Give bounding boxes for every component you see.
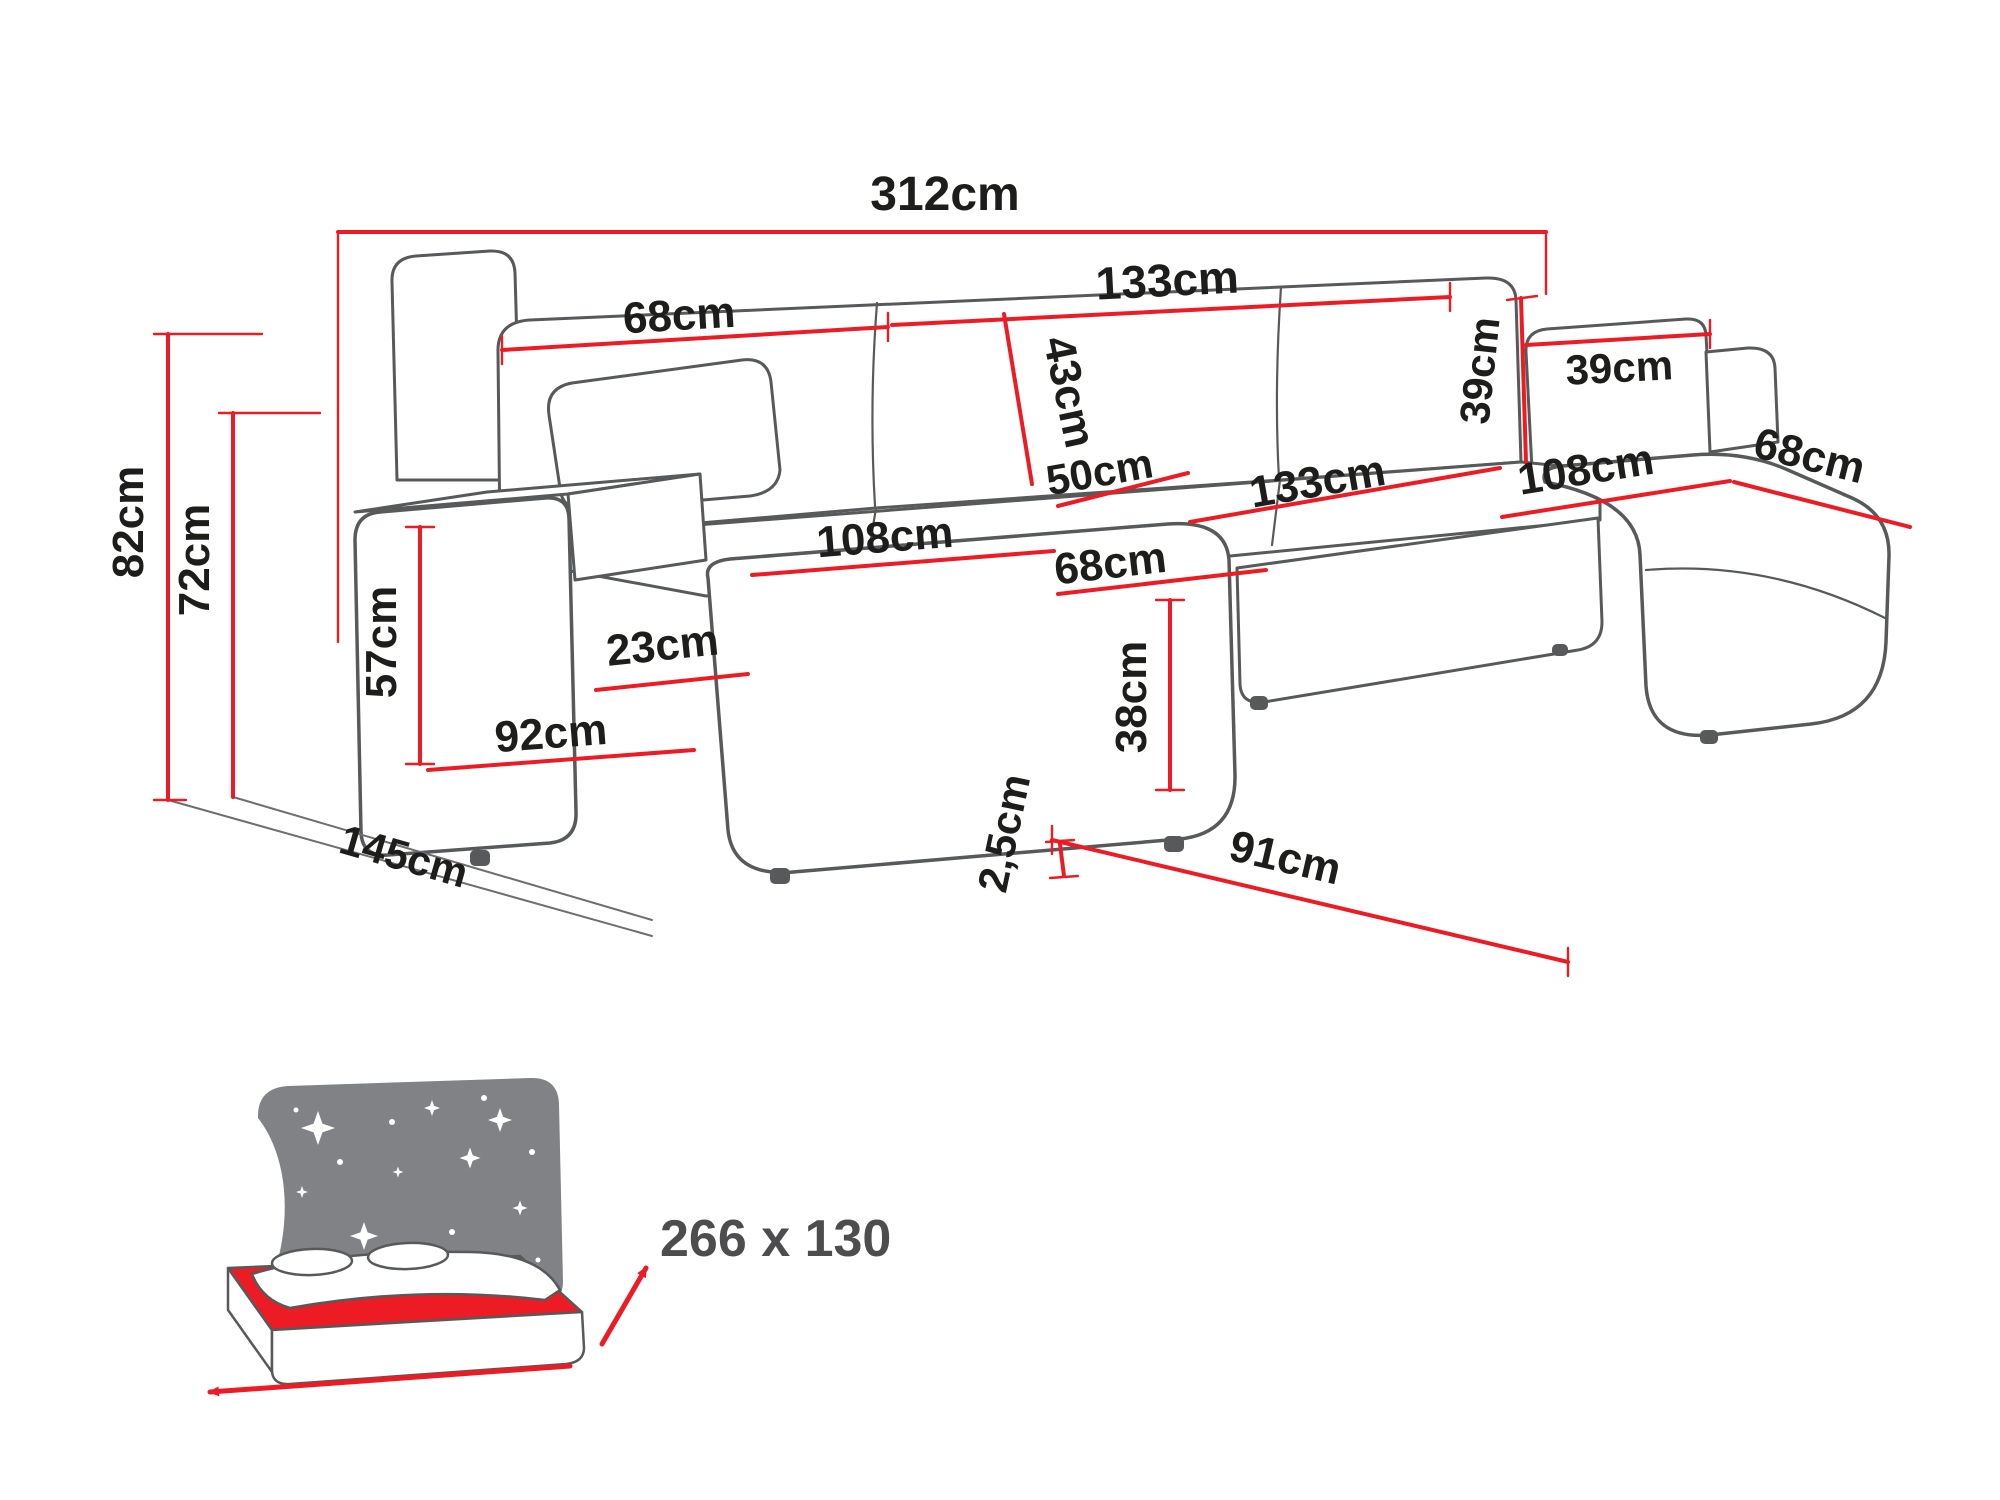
bed-length-arrow — [207, 1363, 573, 1397]
dim-108-right-line — [1500, 479, 1732, 519]
sofa-drawing — [353, 249, 1891, 884]
floor-guide-outer — [167, 799, 653, 937]
dim-25-line — [1058, 842, 1066, 878]
dim-68-right-line — [1732, 480, 1912, 529]
dim-92-label: 92cm — [493, 705, 609, 762]
dim-39-side-line — [1519, 296, 1528, 464]
seat-seam-right — [1270, 478, 1282, 547]
armrest-side — [566, 472, 708, 582]
dim-39-side-label: 39cm — [1451, 315, 1509, 427]
sofa-foot — [1552, 644, 1568, 656]
dim-108-left-line — [750, 549, 1056, 577]
dim-39-tick — [1505, 294, 1539, 302]
right-chaise-edge — [1644, 567, 1887, 620]
dim-133-back-label: 133cm — [1094, 250, 1240, 309]
dim-23-line — [594, 672, 750, 692]
right-side-block — [1704, 346, 1780, 454]
bed-pillow — [366, 1241, 450, 1271]
dim-25-tick — [1048, 874, 1080, 880]
sofa-foot — [1164, 836, 1184, 852]
backrest-seam-right — [1275, 285, 1283, 481]
left-headrest-cushion — [390, 249, 523, 482]
sleeping-size-label: 266 x 130 — [660, 1210, 891, 1268]
right-chaise — [1542, 452, 1891, 738]
left-chaise — [705, 521, 1237, 875]
dim-92-line — [426, 748, 696, 772]
dim-43-line — [1002, 312, 1034, 486]
dim-50-line — [1056, 471, 1190, 508]
dim-23-label: 23cm — [604, 615, 721, 675]
sofa-foot — [1250, 696, 1268, 710]
dim-39-top-label: 39cm — [1564, 341, 1674, 394]
dim-91-line — [1050, 838, 1570, 964]
bed-width-arrow — [599, 1265, 649, 1347]
dim-38-label: 38cm — [1107, 641, 1156, 754]
sleeping-function-icon: 266 x 130 — [207, 1077, 891, 1397]
floor-guides — [167, 796, 653, 937]
sofa-foot — [470, 850, 490, 866]
bed-pillow — [270, 1247, 354, 1277]
dim-133-seat-line — [1188, 466, 1502, 524]
dim-108-left-label: 108cm — [815, 508, 955, 568]
floor-guide-inner — [232, 796, 653, 921]
dim-68-center-line — [1056, 568, 1268, 596]
dim-72-label: 72cm — [170, 504, 219, 617]
seat-front-face — [1235, 516, 1604, 704]
dim-68-back-line — [500, 325, 890, 352]
dim-39-top-line — [1524, 332, 1712, 347]
sofa-foot — [770, 868, 790, 884]
dim-133-back-line — [890, 295, 1452, 327]
dimension-lines — [152, 230, 1912, 978]
dim-82-label: 82cm — [104, 466, 153, 579]
sofa-foot — [1700, 730, 1718, 744]
dim-68-back-label: 68cm — [622, 288, 737, 344]
dim-312-label: 312cm — [870, 168, 1019, 221]
dim-57-label: 57cm — [357, 586, 406, 699]
night-sky-stars — [293, 1095, 541, 1263]
dimension-labels: 312cm 82cm 72cm 145cm 68cm 133cm 43cm 39… — [104, 168, 1870, 897]
armrest-front — [353, 496, 578, 857]
